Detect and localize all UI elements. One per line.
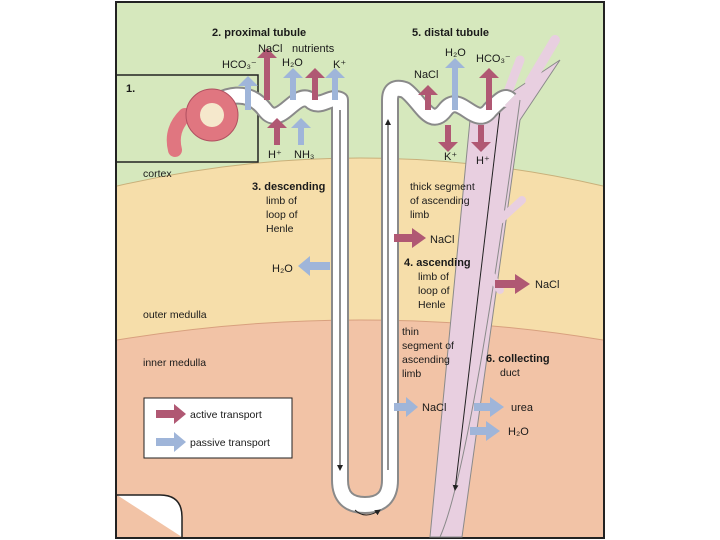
loop-flow-arrow — [354, 509, 381, 516]
label-descending-2: limb of — [266, 195, 297, 207]
collecting-duct-inner — [439, 99, 521, 538]
arrow-thick-nacl — [394, 228, 426, 248]
tubule-lumen — [195, 81, 515, 512]
arrow-prox-h — [267, 118, 287, 145]
proximal-transport — [238, 48, 345, 145]
label-ascending-1: 4. ascending — [404, 257, 471, 269]
label-urea: urea — [511, 402, 534, 414]
arrow-dist-hco3 — [479, 68, 499, 110]
label-thin-4: limb — [402, 368, 421, 380]
legend-active-label: active transport — [190, 409, 262, 421]
duct-flow-arrow — [452, 109, 501, 491]
legend-active-arrow — [156, 404, 186, 424]
duct-branch-3 — [496, 196, 526, 224]
arrow-duct-h2o — [470, 421, 500, 441]
label-dist-k: K⁺ — [444, 151, 457, 163]
label-descending-4: Henle — [266, 223, 294, 235]
arrow-dist-h — [471, 125, 491, 152]
label-desc-h2o: H₂O — [272, 263, 293, 275]
arrow-prox-nh3 — [291, 118, 311, 145]
glomerulus-center — [200, 103, 224, 127]
label-thin-2: segment of — [402, 340, 454, 352]
label-outer-medulla: outer medulla — [143, 309, 207, 321]
label-glomerulus: 1. — [126, 83, 135, 95]
legend — [143, 397, 293, 459]
arrow-outer-nacl — [495, 274, 530, 294]
label-thin-3: ascending — [402, 354, 450, 366]
label-dist-h2o: H₂O — [445, 47, 466, 59]
arrow-prox-nutrients — [305, 68, 325, 100]
corner-notch — [117, 494, 183, 537]
label-prox-k: K⁺ — [333, 59, 346, 71]
label-outer-nacl: NaCl — [535, 279, 559, 291]
label-prox-hco3: HCO₃⁻ — [222, 59, 257, 71]
arrow-thin-nacl — [394, 397, 418, 417]
label-collecting-1: 6. collecting — [486, 353, 550, 365]
legend-passive-label: passive transport — [190, 437, 270, 449]
label-proximal-tubule: 2. proximal tubule — [212, 27, 306, 39]
arrow-dist-nacl — [418, 85, 438, 110]
arrow-urea — [474, 397, 504, 417]
label-prox-nacl: NaCl — [258, 43, 282, 55]
label-thick-3: limb — [410, 209, 429, 221]
label-distal-tubule: 5. distal tubule — [412, 27, 489, 39]
label-descending-1: 3. descending — [252, 181, 325, 193]
label-ascending-3: loop of — [418, 285, 450, 297]
label-ascending-2: limb of — [418, 271, 449, 283]
label-thick-1: thick segment — [410, 181, 475, 193]
label-duct-h2o: H₂O — [508, 426, 529, 438]
label-prox-nh3: NH₃ — [294, 149, 314, 161]
arrow-dist-h2o — [445, 58, 465, 110]
label-ascending-4: Henle — [418, 299, 446, 311]
duct-branch-1 — [525, 35, 560, 87]
arrow-desc-h2o — [298, 256, 330, 276]
label-inner-medulla: inner medulla — [143, 357, 206, 369]
distal-transport — [418, 58, 499, 152]
label-prox-h: H⁺ — [268, 149, 282, 161]
arrow-prox-nacl — [257, 48, 277, 100]
label-prox-h2o: H₂O — [282, 57, 303, 69]
legend-passive-arrow — [156, 432, 186, 452]
label-descending-3: loop of — [266, 209, 298, 221]
medulla-boundary — [116, 319, 604, 341]
label-prox-nutrients: nutrients — [292, 43, 335, 55]
label-dist-h: H⁺ — [476, 155, 490, 167]
label-cortex: cortex — [143, 168, 172, 180]
arrow-prox-hco3 — [238, 76, 258, 110]
label-dist-nacl: NaCl — [414, 69, 438, 81]
arrow-prox-h2o — [283, 68, 303, 100]
arrow-prox-k — [325, 68, 345, 100]
cortex-boundary — [116, 157, 604, 187]
collecting-duct — [429, 59, 561, 538]
label-thin-1: thin — [402, 326, 419, 338]
label-dist-hco3: HCO₃⁻ — [476, 53, 511, 65]
label-thick-nacl: NaCl — [430, 234, 454, 246]
label-thick-2: of ascending — [410, 195, 470, 207]
label-collecting-2: duct — [500, 367, 520, 379]
label-thin-nacl: NaCl — [422, 402, 446, 414]
arrow-dist-k — [438, 125, 458, 152]
afferent-arteriole — [166, 108, 192, 157]
